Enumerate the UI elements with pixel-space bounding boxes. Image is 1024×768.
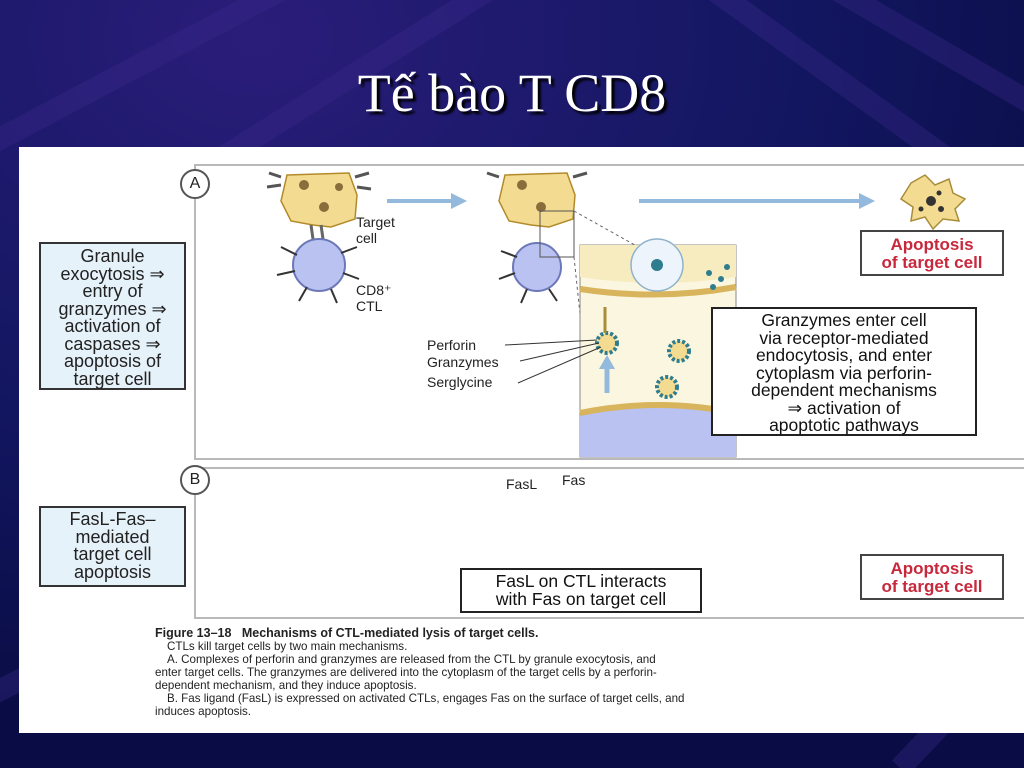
caption-heading: Figure 13–18 Mechanisms of CTL-mediated … — [155, 626, 539, 640]
label-target-cell: Target cell — [356, 214, 395, 246]
target-cell-icon — [266, 171, 372, 240]
caption-line: B. Fas ligand (FasL) is expressed on act… — [167, 692, 685, 705]
ctl-cell-icon — [276, 238, 360, 304]
panel-a-apoptosis-box: Apoptosis of target cell — [860, 230, 1004, 276]
apoptotic-cell-icon — [899, 174, 967, 231]
side-line: caspases ⇒ — [64, 333, 161, 354]
target-cell-icon — [486, 171, 588, 228]
panel-b-callout: FasL on CTL interacts with Fas on target… — [460, 568, 702, 613]
panel-b-apoptosis-box: Apoptosis of target cell — [860, 554, 1004, 600]
label-granzymes: Granzymes — [427, 354, 499, 370]
side-line: apoptosis — [73, 561, 152, 582]
figure-caption: Figure 13–18 Mechanisms of CTL-mediated … — [155, 626, 915, 719]
side-line: FasL-Fas– — [69, 509, 156, 529]
caption-line: induces apoptosis. — [155, 705, 252, 718]
caption-line: CTLs kill target cells by two main mecha… — [167, 640, 408, 653]
label-cd8-ctl: CD8⁺ CTL — [356, 282, 392, 314]
caption-line: enter target cells. The granzymes are de… — [155, 666, 657, 679]
side-line: apoptosis of — [63, 351, 162, 371]
figure: A Granule exocytosis ⇒ entry of granzyme… — [19, 147, 1024, 733]
panel-a-side-box: Granule exocytosis ⇒ entry of granzymes … — [39, 242, 186, 390]
side-line: target cell — [73, 544, 152, 564]
label-fasl: FasL — [506, 476, 538, 492]
side-line: activation of — [64, 316, 161, 336]
side-line: mediated — [75, 526, 150, 547]
side-line: exocytosis ⇒ — [60, 263, 165, 284]
label-serglycine: Serglycine — [427, 374, 493, 390]
panel-a-letter: A — [180, 169, 210, 199]
caption-line: dependent mechanism, and they induce apo… — [155, 679, 417, 692]
slide-title: Tế bào T CD8 — [357, 63, 667, 123]
caption-line: A. Complexes of perforin and granzymes a… — [167, 653, 656, 666]
label-perforin: Perforin — [427, 337, 477, 353]
side-line: Granule — [80, 246, 145, 266]
synapse-inset — [579, 238, 737, 458]
panel-a-callout: Granzymes enter cell via receptor-mediat… — [711, 307, 977, 436]
panel-b-letter: B — [180, 465, 210, 495]
zoom-box — [539, 210, 575, 258]
ctl-cell-icon — [498, 242, 562, 304]
side-line: entry of — [82, 281, 143, 301]
side-line: granzymes ⇒ — [58, 298, 167, 319]
label-fas: Fas — [562, 472, 586, 488]
panel-b-side-box: FasL-Fas– mediated target cell apoptosis — [39, 506, 186, 587]
side-line: target cell — [73, 368, 152, 389]
